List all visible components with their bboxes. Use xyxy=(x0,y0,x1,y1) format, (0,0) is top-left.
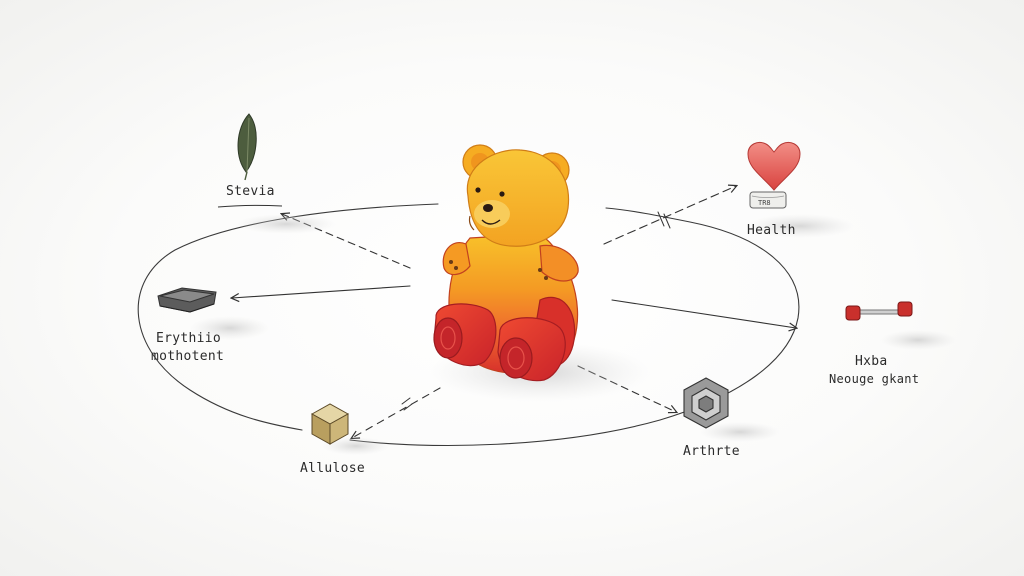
block-icon xyxy=(157,287,217,313)
health-label: Health xyxy=(747,223,796,238)
erythritol-label-line1: Erythiio xyxy=(156,331,222,346)
leaf-icon xyxy=(237,113,257,181)
arrow-to-health xyxy=(603,186,736,245)
dumbbell-icon xyxy=(845,301,913,321)
hex-nut-icon xyxy=(683,377,729,429)
stevia-label: Stevia xyxy=(226,184,275,199)
heart-icon: TR8 xyxy=(747,141,801,209)
arrow-to-allulose xyxy=(352,387,441,438)
arrow-to-hxba xyxy=(611,299,796,328)
cube-icon xyxy=(310,403,350,445)
health-badge: TR8 xyxy=(758,199,771,207)
arthrite-label: Arthrte xyxy=(683,444,740,459)
ground-shadows xyxy=(190,214,956,455)
erythritol-label-line2: mothotent xyxy=(151,349,225,364)
arrow-to-erythritol xyxy=(232,285,411,298)
hxba-label-line1: Hxba xyxy=(855,354,888,369)
hxba-label-line2: Neouge gkant xyxy=(829,372,920,386)
allulose-label: Allulose xyxy=(300,461,366,476)
gummy-bear-icon xyxy=(433,144,579,382)
stevia-underline xyxy=(217,204,283,208)
